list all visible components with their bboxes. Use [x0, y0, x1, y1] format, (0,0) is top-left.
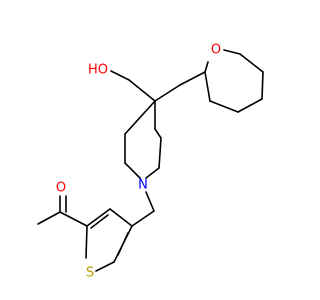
bond: [59, 211, 88, 227]
bond: [109, 208, 133, 227]
bond: [204, 71, 211, 102]
bond: [209, 100, 239, 113]
bond: [128, 79, 156, 102]
bond: [154, 128, 162, 139]
bond: [90, 214, 109, 229]
bond: [124, 100, 156, 135]
bond: [239, 53, 264, 73]
ring-oxygen-label: O: [211, 43, 221, 58]
hydroxyl-label: HO: [88, 63, 108, 78]
bond: [179, 71, 206, 86]
bond: [158, 137, 162, 169]
bond: [154, 84, 181, 102]
bond: [145, 167, 160, 179]
bond: [223, 49, 241, 55]
bond: [261, 71, 264, 100]
bond: [237, 98, 263, 113]
nitrogen-label: N: [138, 178, 148, 193]
carbonyl-oxygen-label: O: [56, 181, 66, 196]
bond: [85, 225, 88, 259]
molecule-structure: HO O N O S: [37, 43, 264, 281]
bond: [37, 211, 61, 225]
bond-group: [37, 49, 264, 272]
bond: [117, 232, 129, 256]
bond: [110, 70, 130, 81]
bond: [124, 162, 141, 179]
bond: [86, 208, 111, 227]
bond: [131, 210, 155, 227]
sulfur-label: S: [86, 266, 94, 281]
bond: [95, 261, 115, 272]
bond: [145, 191, 155, 212]
bond: [204, 61, 209, 73]
